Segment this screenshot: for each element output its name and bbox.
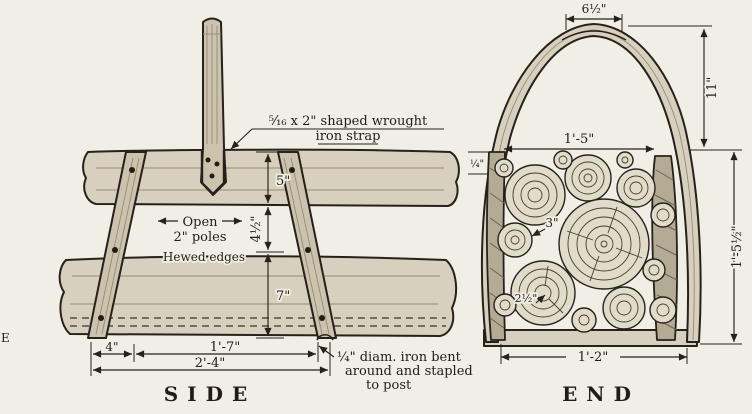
bottom-beam bbox=[483, 329, 698, 347]
log-ends bbox=[493, 150, 677, 333]
bow-arch bbox=[480, 23, 702, 343]
left-post bbox=[486, 151, 506, 341]
pole-size-labels: 3" 2½" bbox=[513, 214, 560, 307]
log-end bbox=[497, 222, 533, 258]
iron-staple bbox=[316, 333, 334, 341]
inner-width-dimension: 1'-5" bbox=[503, 130, 654, 153]
lower-height-dimension: 1'-5½" bbox=[700, 152, 747, 345]
runner bbox=[58, 255, 458, 337]
strap-note-line2: iron strap bbox=[316, 129, 381, 144]
log-end bbox=[616, 151, 634, 169]
end-title: END bbox=[562, 382, 640, 406]
log-end bbox=[553, 150, 573, 170]
strap-note-line1: ⁵⁄₁₆ x 2" shaped wrought bbox=[269, 114, 428, 129]
dim-runner-height: 7" bbox=[276, 289, 290, 304]
iron-note-line3: to post bbox=[366, 378, 412, 393]
log-end bbox=[650, 202, 676, 228]
right-post bbox=[651, 155, 678, 341]
log-end bbox=[493, 293, 517, 317]
side-title: SIDE bbox=[164, 382, 256, 406]
margin-mark: E bbox=[1, 331, 10, 345]
bottom-width-dimension: 1'-2" bbox=[500, 344, 688, 367]
strap-width-dimension: ¼" bbox=[468, 151, 488, 175]
hewed-edges-label: Hewed edges bbox=[163, 250, 245, 264]
pole-label-3in: 3" bbox=[545, 216, 558, 230]
open-label: Open bbox=[182, 215, 218, 230]
side-view: 5" 4½" 7" 4" 1'-7" 2'-4" ⁵⁄₁₆ x 2" shape… bbox=[58, 17, 473, 406]
dim-end-offset: 4" bbox=[105, 340, 118, 354]
dim-strap-width: ¼" bbox=[470, 159, 484, 170]
dim-upper-height: 11" bbox=[705, 77, 720, 100]
apex-strap-line bbox=[561, 30, 627, 41]
dim-beam-height: 5" bbox=[276, 174, 290, 189]
log-end bbox=[571, 307, 597, 333]
dim-bottom-width: 1'-2" bbox=[578, 350, 609, 365]
right-stake-leg bbox=[277, 151, 337, 341]
log-end bbox=[564, 154, 612, 202]
log-end bbox=[642, 258, 666, 282]
top-width-dimension: 6½" bbox=[565, 0, 623, 32]
log-end bbox=[602, 286, 646, 330]
iron-note-line2: around and stapled bbox=[345, 364, 473, 379]
left-stake-leg bbox=[87, 151, 147, 339]
dim-inner-span: 1'-7" bbox=[210, 340, 241, 355]
log-end bbox=[494, 158, 514, 178]
post-strap bbox=[200, 150, 226, 196]
pole-label-2half: 2½" bbox=[515, 292, 538, 305]
dim-top-width: 6½" bbox=[582, 2, 607, 16]
log-end bbox=[504, 164, 566, 226]
iron-note-line1: ¼" diam. iron bent bbox=[337, 350, 462, 365]
iron-note: ¼" diam. iron bent around and stapled to… bbox=[318, 345, 473, 393]
center-post bbox=[200, 17, 227, 196]
dim-inner-width: 1'-5" bbox=[564, 132, 595, 147]
end-view: 6½" 11" 1'-5" ¼" 3" 2½" bbox=[468, 0, 747, 406]
log-end bbox=[616, 168, 656, 208]
poles-label: 2" poles bbox=[173, 230, 226, 245]
width-dimensions: 4" 1'-7" 2'-4" bbox=[90, 338, 331, 376]
dim-overall-span: 2'-4" bbox=[195, 356, 226, 371]
log-end bbox=[510, 260, 576, 326]
log-end bbox=[558, 198, 650, 290]
dim-gap-height: 4½" bbox=[249, 216, 264, 243]
upper-height-dimension: 11" bbox=[628, 25, 742, 151]
height-dimensions: 5" 4½" 7" bbox=[247, 151, 292, 339]
log-end bbox=[649, 296, 677, 324]
dim-lower-height: 1'-5½" bbox=[730, 225, 745, 268]
strap-note: ⁵⁄₁₆ x 2" shaped wrought iron strap bbox=[230, 114, 444, 150]
open-gap-note: Open 2" poles bbox=[158, 213, 242, 247]
